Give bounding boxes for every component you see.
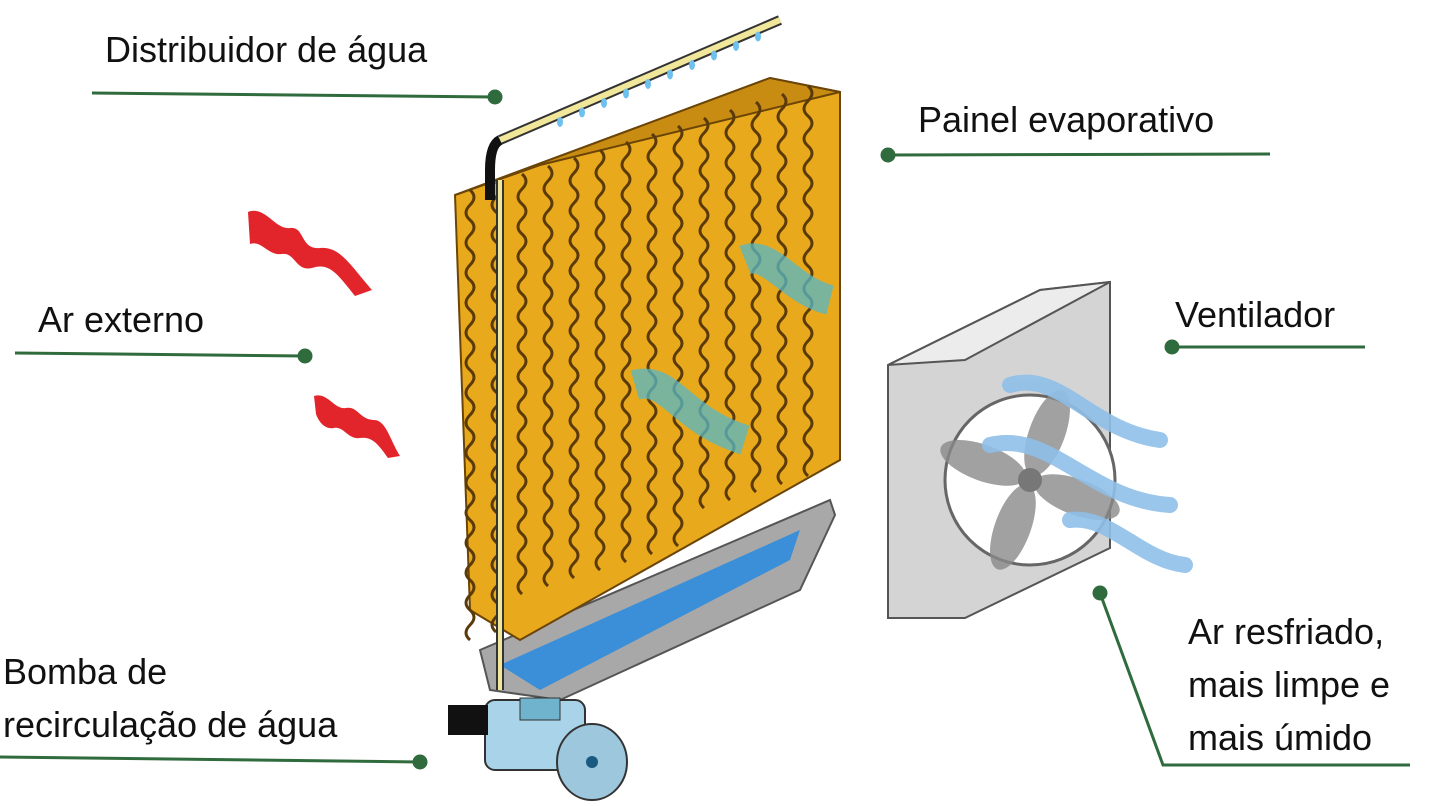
cool-air-arrow xyxy=(982,435,1178,513)
water-trough xyxy=(478,498,837,702)
label-outside-air: Ar externo xyxy=(38,299,205,340)
water-drop xyxy=(667,69,673,80)
water-drop xyxy=(689,60,695,70)
leader-dot-panel xyxy=(880,147,896,163)
panel-corrugation xyxy=(698,116,710,510)
leader-outside-air xyxy=(14,351,306,358)
water-drop xyxy=(579,107,585,118)
water-drop xyxy=(733,41,739,51)
water-drop xyxy=(601,98,607,108)
leader-pump xyxy=(0,755,421,764)
panel-corrugation xyxy=(620,140,632,564)
cool-air-arrow xyxy=(1002,374,1168,448)
leader-dot-distributor xyxy=(487,89,503,105)
recirculation-pump xyxy=(448,697,628,801)
label-panel: Painel evaporativo xyxy=(918,99,1215,140)
leader-dot-cooled-air xyxy=(1092,585,1108,601)
label-cooled-air-line: mais limpe e xyxy=(1188,664,1391,705)
cool-air-arrow xyxy=(1062,511,1193,573)
hot-air-arrow xyxy=(314,395,400,458)
hot-air-arrows xyxy=(248,210,400,458)
label-cooled-air: Ar resfriado, mais limpe e mais úmido xyxy=(1188,605,1390,764)
label-fan: Ventilador xyxy=(1175,294,1336,335)
label-distributor: Distribuidor de água xyxy=(105,29,428,70)
water-drop xyxy=(755,31,761,42)
label-pump: Bomba de recirculação de água xyxy=(3,645,337,751)
panel-corrugation xyxy=(646,132,658,556)
panel-corrugation xyxy=(672,124,684,548)
water-drop xyxy=(711,50,717,61)
leader-lines xyxy=(0,89,1410,770)
label-cooled-air-line: mais úmido xyxy=(1188,717,1373,758)
leader-dot-outside-air xyxy=(297,348,313,364)
panel-corrugation xyxy=(594,148,606,572)
cool-air-arrows xyxy=(982,374,1193,573)
water-drop xyxy=(645,79,651,89)
leader-cooled-air xyxy=(1098,592,1410,767)
water-drop xyxy=(557,117,563,127)
label-pump-line: Bomba de xyxy=(3,651,168,692)
panel-corrugation xyxy=(568,156,580,580)
label-pump-line: recirculação de água xyxy=(3,704,338,745)
panel-corrugation xyxy=(542,164,554,588)
panel-corrugation xyxy=(516,172,528,596)
hot-air-arrow xyxy=(248,210,372,296)
label-cooled-air-line: Ar resfriado, xyxy=(1188,611,1385,652)
leader-dot-pump xyxy=(412,754,428,770)
leader-distributor xyxy=(91,91,496,99)
panel-corrugation xyxy=(750,100,762,494)
leader-dot-fan xyxy=(1164,339,1180,355)
water-drop xyxy=(623,88,629,99)
leader-panel xyxy=(887,152,1271,157)
water-distributor xyxy=(485,15,782,690)
panel-corrugation xyxy=(464,188,476,642)
evaporative-panel xyxy=(453,76,841,642)
